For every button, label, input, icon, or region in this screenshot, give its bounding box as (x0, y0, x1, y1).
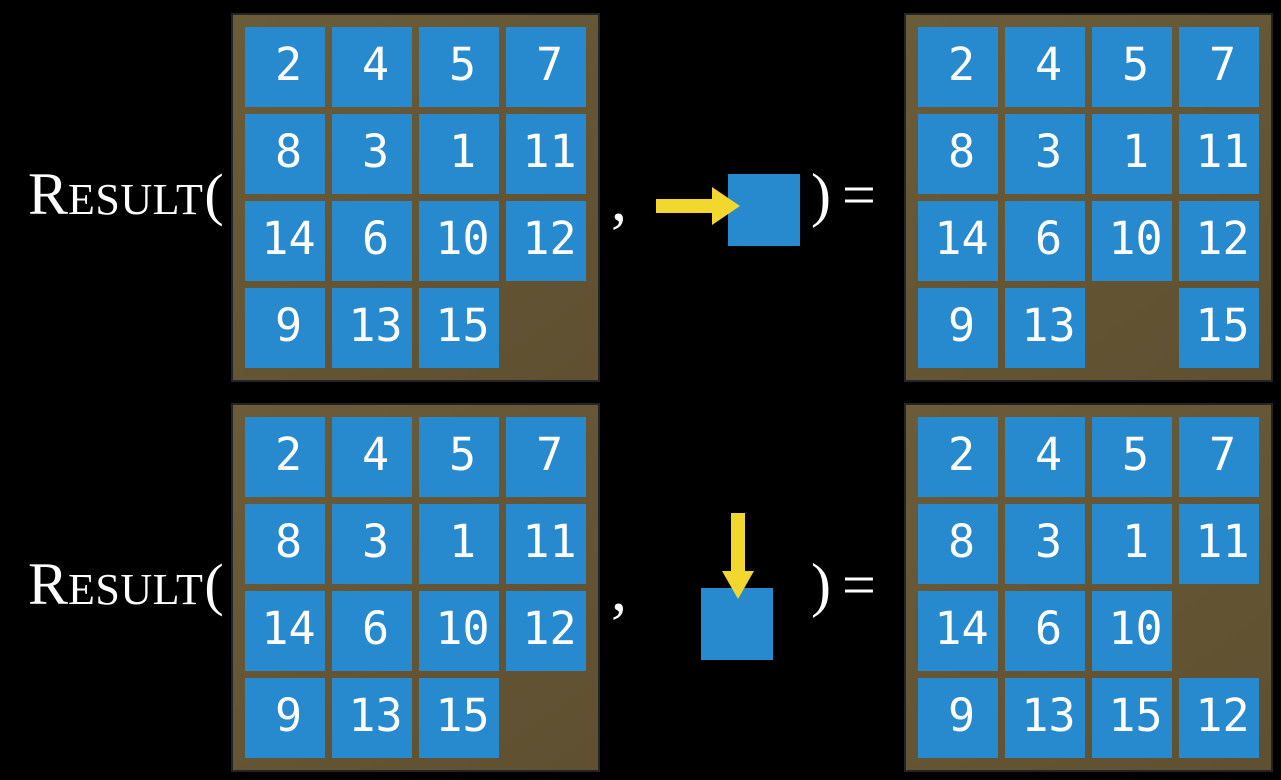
puzzle-tile: 12 (506, 591, 586, 671)
puzzle-tile: 14 (245, 591, 325, 671)
puzzle-tile: 7 (1179, 417, 1259, 497)
close-paren-equals: ) = (811, 552, 876, 618)
result-function-label: RESULT( (28, 554, 224, 614)
puzzle-tile: 5 (1092, 417, 1172, 497)
puzzle-tile: 15 (419, 678, 499, 758)
blank-cell (1092, 288, 1172, 368)
arrow-right-icon (656, 187, 740, 225)
puzzle-tile: 11 (1179, 504, 1259, 584)
puzzle-tile: 14 (245, 201, 325, 281)
blank-cell (506, 678, 586, 758)
puzzle-tile: 1 (1092, 114, 1172, 194)
puzzle-tile: 11 (506, 504, 586, 584)
result-label-small-caps: ESULT (68, 565, 204, 614)
puzzle-tile: 2 (245, 417, 325, 497)
result-label-big-letter: R (28, 161, 69, 227)
puzzle-tile: 8 (245, 504, 325, 584)
puzzle-tile: 12 (506, 201, 586, 281)
puzzle-tile: 4 (332, 27, 412, 107)
puzzle-tile: 13 (332, 288, 412, 368)
puzzle-tile: 10 (419, 591, 499, 671)
puzzle-tile: 9 (245, 678, 325, 758)
puzzle-tile: 6 (1005, 591, 1085, 671)
puzzle-tile: 6 (1005, 201, 1085, 281)
arrow-down-icon (722, 513, 754, 599)
comma-separator: , (611, 553, 627, 624)
puzzle-tile: 11 (506, 114, 586, 194)
puzzle-tile: 10 (1092, 591, 1172, 671)
puzzle-tile: 15 (1092, 678, 1172, 758)
puzzle-tile: 13 (1005, 678, 1085, 758)
blank-cell (1179, 591, 1259, 671)
blank-cell (506, 288, 586, 368)
puzzle-tile: 4 (1005, 27, 1085, 107)
puzzle-tile: 14 (918, 201, 998, 281)
puzzle-tile: 15 (1179, 288, 1259, 368)
puzzle-tile: 4 (1005, 417, 1085, 497)
puzzle-tile: 2 (245, 27, 325, 107)
comma-separator: , (611, 163, 627, 234)
puzzle-tile: 1 (419, 114, 499, 194)
result-label-big-letter: R (28, 551, 69, 617)
puzzle-tile: 9 (245, 288, 325, 368)
puzzle-tile: 13 (1005, 288, 1085, 368)
puzzle-tile: 11 (1179, 114, 1259, 194)
puzzle-tile: 14 (918, 591, 998, 671)
puzzle-tile: 2 (918, 417, 998, 497)
puzzle-tile: 7 (506, 417, 586, 497)
puzzle-tile: 10 (419, 201, 499, 281)
puzzle-tile: 6 (332, 591, 412, 671)
open-paren: ( (204, 162, 224, 227)
puzzle-tile: 5 (419, 417, 499, 497)
puzzle-tile: 1 (1092, 504, 1172, 584)
action-tile-right (728, 174, 800, 246)
puzzle-tile: 7 (1179, 27, 1259, 107)
puzzle-tile: 9 (918, 678, 998, 758)
puzzle-tile: 12 (1179, 201, 1259, 281)
puzzle-tile: 8 (245, 114, 325, 194)
puzzle-tile: 6 (332, 201, 412, 281)
close-paren-equals: ) = (811, 162, 876, 228)
open-paren: ( (204, 552, 224, 617)
result-function-label: RESULT( (28, 164, 224, 224)
action-tile-down (701, 588, 773, 660)
result-label-small-caps: ESULT (68, 175, 204, 224)
puzzle-tile: 13 (332, 678, 412, 758)
puzzle-tile: 8 (918, 504, 998, 584)
puzzle-tile: 2 (918, 27, 998, 107)
puzzle-tile: 3 (1005, 114, 1085, 194)
puzzle-tile: 5 (1092, 27, 1172, 107)
puzzle-tile: 5 (419, 27, 499, 107)
puzzle-tile: 8 (918, 114, 998, 194)
puzzle-tile: 3 (332, 114, 412, 194)
puzzle-tile: 7 (506, 27, 586, 107)
puzzle-tile: 10 (1092, 201, 1172, 281)
puzzle-tile: 4 (332, 417, 412, 497)
puzzle-tile: 3 (332, 504, 412, 584)
puzzle-tile: 1 (419, 504, 499, 584)
puzzle-tile: 12 (1179, 678, 1259, 758)
puzzle-tile: 3 (1005, 504, 1085, 584)
puzzle-tile: 15 (419, 288, 499, 368)
puzzle-tile: 9 (918, 288, 998, 368)
